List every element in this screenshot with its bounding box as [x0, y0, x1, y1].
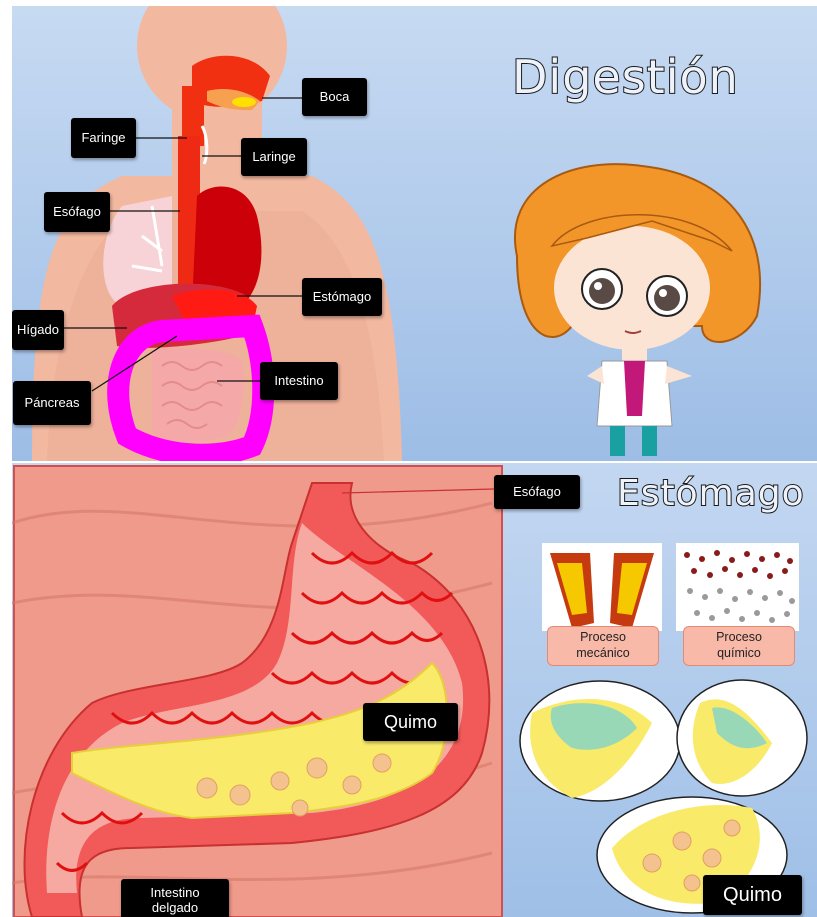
section-title: Estómago	[617, 473, 805, 514]
label-quimo: Quimo	[363, 703, 458, 741]
label-higado: Hígado	[12, 310, 64, 350]
chemical-process-caption: Proceso químico	[683, 626, 795, 666]
label-pancreas: Páncreas	[13, 381, 91, 425]
digestive-system-panel: Digestión Boca Faringe Laringe Esófago E…	[12, 6, 817, 461]
digestion-stage-1	[520, 681, 680, 801]
label-estomago: Estómago	[302, 278, 382, 316]
label-laringe: Laringe	[241, 138, 307, 176]
chemical-process-line1: Proceso	[716, 630, 762, 646]
mechanical-process-line1: Proceso	[580, 630, 626, 646]
label-intestino-delgado-line2: delgado	[152, 901, 198, 916]
label-boca: Boca	[302, 78, 367, 116]
label-faringe: Faringe	[71, 118, 136, 158]
stomach-illustration	[12, 463, 817, 917]
mechanical-process-caption: Proceso mecánico	[547, 626, 659, 666]
chemical-process-line2: químico	[717, 646, 761, 662]
chemical-process-thumbnail	[676, 543, 799, 631]
label-intestino-delgado: Intestino delgado	[121, 879, 229, 917]
label-quimo-corner: Quimo	[703, 875, 802, 915]
label-intestino: Intestino	[260, 362, 338, 400]
label-esofago: Esófago	[44, 192, 110, 232]
doctor-girl-illustration	[515, 164, 760, 456]
mechanical-process-thumbnail	[542, 543, 662, 631]
stomach-panel: Estómago Esófago Quimo Intestino delgado…	[12, 463, 817, 917]
label-intestino-delgado-line1: Intestino	[150, 886, 199, 901]
page-title: Digestión	[512, 50, 739, 104]
label-esofago-stomach: Esófago	[494, 475, 580, 509]
digestion-stage-2	[677, 680, 807, 796]
mechanical-process-line2: mecánico	[576, 646, 630, 662]
